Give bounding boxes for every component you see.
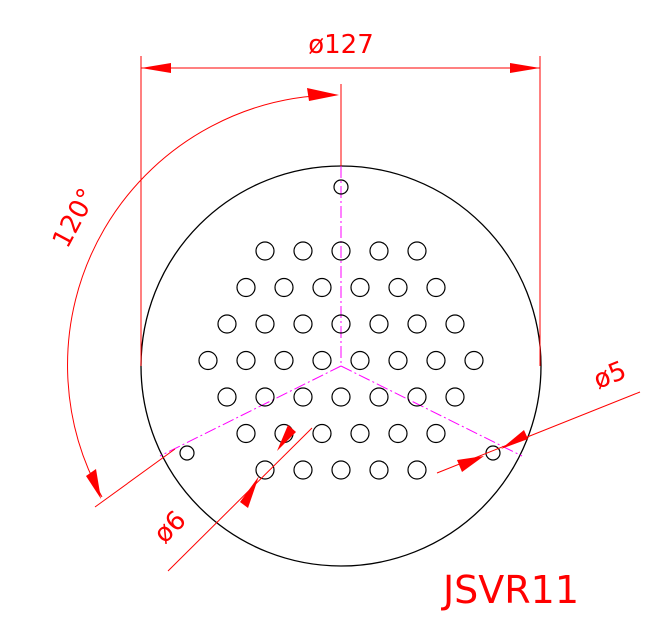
- hole: [369, 241, 389, 261]
- hole: [255, 460, 275, 480]
- large-hole-leader: [167, 427, 313, 572]
- hole: [255, 387, 275, 407]
- large-hole-arrow-lower: [240, 476, 259, 508]
- hole: [255, 241, 275, 261]
- angle-arrow-bottom: [86, 469, 101, 499]
- hole: [407, 314, 427, 334]
- hole: [198, 350, 218, 371]
- hole: [350, 423, 370, 444]
- hole: [312, 350, 332, 371]
- hole: [445, 387, 465, 407]
- outer-diameter-label: ø127: [308, 30, 374, 60]
- centerline-left: [159, 365, 342, 457]
- hole: [274, 277, 294, 298]
- hole: [426, 423, 446, 444]
- hole: [407, 241, 427, 261]
- hole: [331, 460, 351, 480]
- centerlines: [159, 166, 523, 457]
- angle-dimension: [67, 84, 342, 508]
- angle-extension-left: [94, 448, 176, 508]
- hole: [217, 314, 237, 334]
- small-hole-label: ø5: [589, 356, 630, 396]
- arrow-right: [510, 63, 540, 73]
- small-hole-arrow-inner: [501, 430, 528, 449]
- hole: [407, 460, 427, 480]
- hole: [350, 350, 370, 371]
- large-hole-dimension: [167, 427, 313, 572]
- angle-arrow-top: [307, 88, 339, 101]
- hole: [236, 277, 256, 298]
- mounting-hole-top: [333, 179, 349, 195]
- hole: [312, 277, 332, 298]
- hole: [293, 241, 313, 261]
- hole: [331, 387, 351, 407]
- mounting-holes: [179, 179, 501, 461]
- hole: [217, 387, 237, 407]
- hole: [350, 277, 370, 298]
- hole: [407, 387, 427, 407]
- hole: [426, 350, 446, 371]
- hole: [236, 350, 256, 371]
- part-code: JSVR11: [441, 568, 579, 612]
- hole: [388, 350, 408, 371]
- hole: [464, 350, 484, 371]
- hole: [255, 314, 275, 334]
- hole: [426, 277, 446, 298]
- hole: [445, 314, 465, 334]
- small-hole-arrow-outer: [457, 456, 484, 472]
- hole: [388, 277, 408, 298]
- hole: [331, 314, 351, 334]
- hole-grid: [198, 241, 484, 480]
- angle-arc: [67, 94, 338, 498]
- hole: [274, 350, 294, 371]
- large-hole-label: ø6: [148, 505, 192, 549]
- mounting-hole-left: [179, 445, 195, 461]
- hole: [331, 241, 351, 261]
- hole: [369, 387, 389, 407]
- arrow-left: [141, 63, 171, 73]
- hole: [293, 460, 313, 480]
- hole: [293, 387, 313, 407]
- hole: [388, 423, 408, 444]
- hole: [312, 423, 332, 444]
- diameter-dimension: [140, 56, 541, 366]
- hole: [369, 460, 389, 480]
- hole: [236, 423, 256, 444]
- large-hole-arrow-upper: [277, 425, 296, 451]
- angle-label: 120°: [47, 184, 103, 253]
- hole: [369, 314, 389, 334]
- centerline-right: [340, 365, 523, 457]
- hole: [293, 314, 313, 334]
